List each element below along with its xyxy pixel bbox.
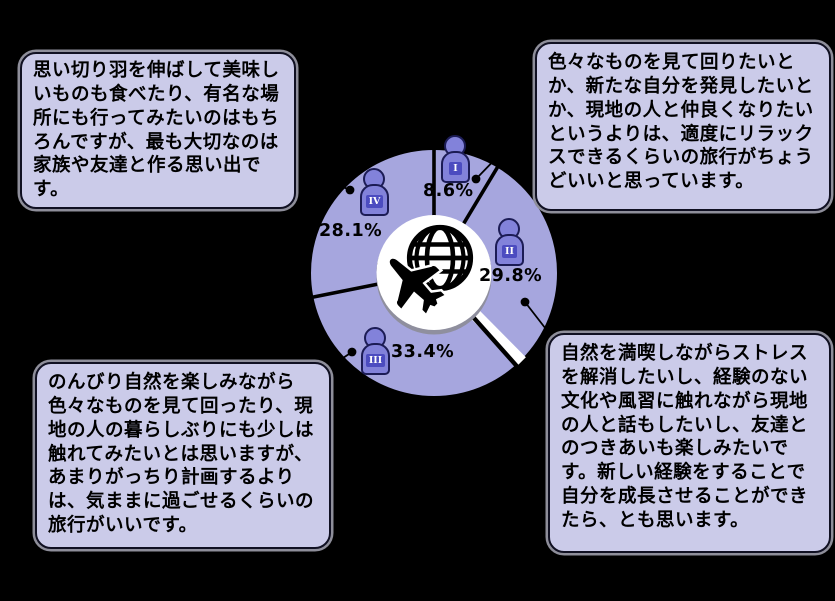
globe-icon (406, 224, 474, 292)
person-icon-slice-1: I (441, 135, 470, 183)
callout-top-right: 色々なものを見て回りたいとか、新たな自分を発見したいとか、現地の人と仲良くなりた… (535, 42, 831, 211)
callout-bottom-right: 自然を満喫しながらストレスを解消したいし、経験のない文化や風習に触れながら現地の… (548, 333, 831, 553)
slice-numeral-badge: II (502, 244, 517, 259)
slice-percent-label-1: 8.6% (423, 181, 474, 201)
slice-percent-label-3: 33.4% (391, 342, 455, 362)
person-body-icon: IV (360, 184, 389, 216)
leader-slice-3-dot (347, 347, 357, 357)
person-icon-slice-2: II (495, 218, 524, 266)
leader-slice-1-line (475, 117, 536, 180)
slice-percent-label-4: 28.1% (319, 221, 383, 241)
callout-bottom-left: のんびり自然を楽しみながら色々なものを見て回ったり、現地の人の暮らしぶりにも少し… (35, 362, 331, 549)
slice-numeral-badge: I (449, 161, 462, 176)
person-icon-slice-3: III (361, 327, 390, 375)
leader-slice-4-dot (345, 185, 355, 195)
airplane-icon (387, 256, 449, 318)
leader-slice-2-line (524, 301, 550, 334)
person-body-icon: II (495, 234, 524, 266)
slice-divider (468, 311, 520, 369)
slice-divider (460, 166, 500, 228)
slice-divider (312, 281, 382, 299)
slice-numeral-badge: IV (365, 194, 384, 209)
leader-slice-1-dot (471, 174, 481, 184)
leader-slice-2-dot (520, 297, 530, 307)
person-body-icon: III (361, 343, 390, 375)
person-icon-slice-4: IV (360, 168, 389, 216)
slice-percent-label-2: 29.8% (479, 266, 543, 286)
person-body-icon: I (441, 151, 470, 183)
callout-top-left: 思い切り羽を伸ばして美味しいものも食べたり、有名な場所にも行ってみたいのはもちろ… (20, 52, 296, 209)
slice-numeral-badge: III (365, 353, 386, 368)
